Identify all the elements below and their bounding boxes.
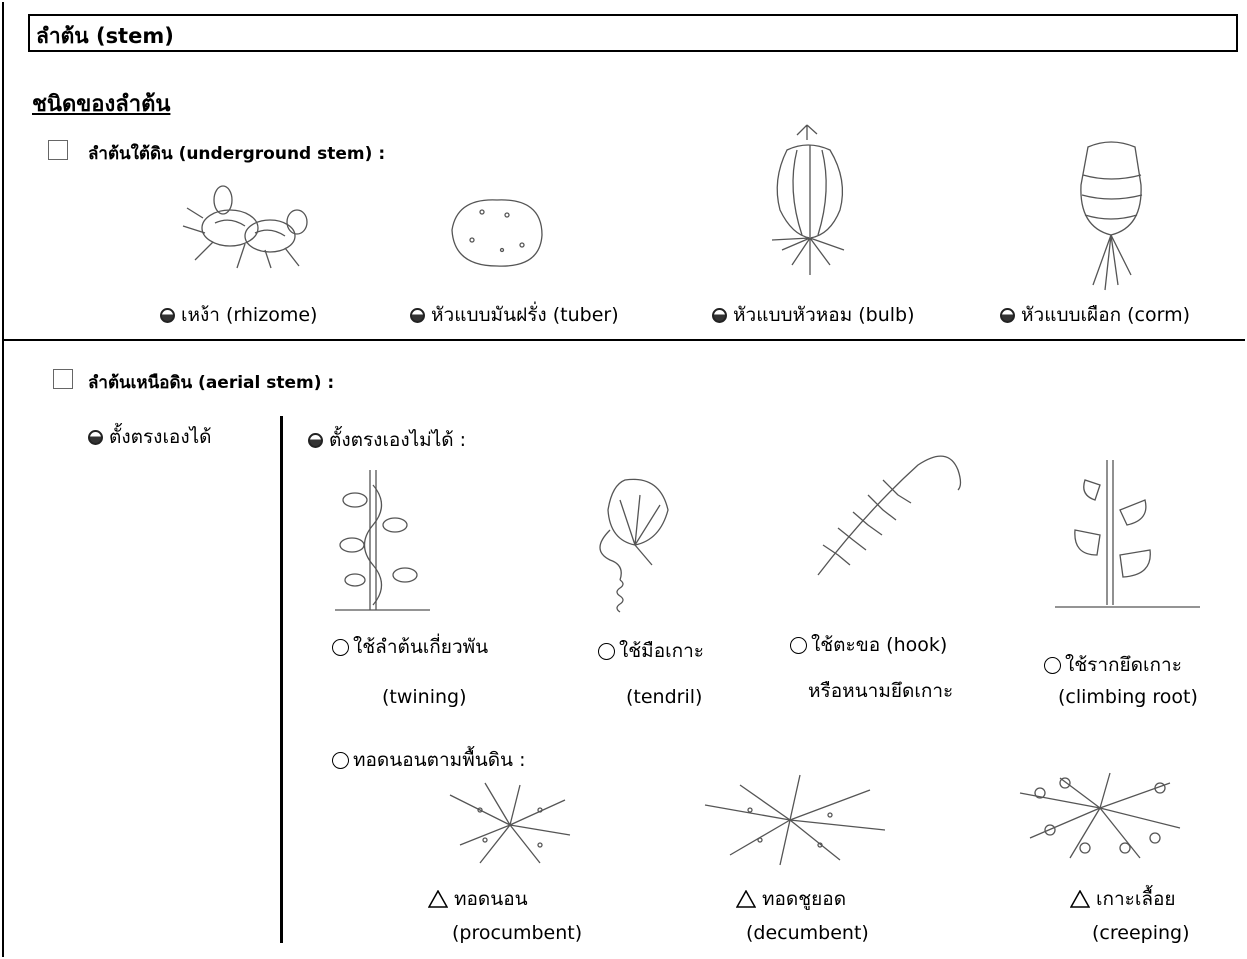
tendril-label-en: (tendril) <box>626 686 702 708</box>
climbing-root-illustration <box>1055 455 1200 615</box>
climbing-root-label-en: (climbing root) <box>1058 686 1198 708</box>
underground-checkbox[interactable] <box>48 140 68 160</box>
rhizome-label: เหง้า (rhizome) <box>181 304 317 326</box>
circle-icon <box>598 643 615 660</box>
rhizome-illustration <box>175 178 315 273</box>
underground-label-en: (underground stem) : <box>179 144 386 164</box>
twining-illustration <box>330 465 440 615</box>
underground-type-tuber: หัวแบบมันฝรั่ง (tuber) <box>410 300 619 330</box>
underground-label: ลำต้นใต้ดิน (underground stem) : <box>88 140 385 167</box>
ground-procumbent: ทอดนอน <box>428 884 528 914</box>
bulb-illustration <box>752 120 867 285</box>
not-upright-item: ตั้งตรงเองไม่ได้ : <box>308 425 466 455</box>
vertical-divider <box>280 416 283 943</box>
circle-icon <box>790 637 807 654</box>
tendril-label-th: ใช้มือเกาะ <box>619 640 704 662</box>
tuber-illustration <box>442 190 552 275</box>
page-title: ลำต้น (stem) <box>36 20 174 53</box>
ground-item: ทอดนอนตามพื้นดิน : <box>332 745 525 775</box>
hook-label-th: ใช้ตะขอ (hook) <box>811 634 947 656</box>
circle-icon <box>1044 657 1061 674</box>
hook-label-2: หรือหนามยึดเกาะ <box>808 676 953 706</box>
header-box: ลำต้น (stem) <box>28 14 1238 52</box>
underground-type-rhizome: เหง้า (rhizome) <box>160 300 317 330</box>
ground-label: ทอดนอนตามพื้นดิน : <box>353 749 525 771</box>
underground-type-corm: หัวแบบเผือก (corm) <box>1000 300 1190 330</box>
aerial-checkbox[interactable] <box>53 369 73 389</box>
procumbent-label-th: ทอดนอน <box>454 888 528 910</box>
climbing-root: ใช้รากยึดเกาะ <box>1044 650 1182 680</box>
twining-label-en: (twining) <box>382 686 467 708</box>
bullet-icon <box>160 308 175 323</box>
procumbent-illustration <box>440 775 580 870</box>
bulb-label: หัวแบบหัวหอม (bulb) <box>733 304 915 326</box>
bullet-icon <box>1000 308 1015 323</box>
section-divider <box>2 339 1245 341</box>
bullet-icon <box>308 433 323 448</box>
creeping-illustration <box>1010 768 1190 868</box>
creeping-label-th: เกาะเลื้อย <box>1096 888 1176 910</box>
decumbent-illustration <box>700 770 890 870</box>
underground-label-th: ลำต้นใต้ดิน <box>88 144 173 164</box>
tendril-illustration <box>580 470 690 620</box>
climbing-tendril: ใช้มือเกาะ <box>598 636 704 666</box>
decumbent-label-th: ทอดชูยอด <box>762 888 846 910</box>
corm-label: หัวแบบเผือก (corm) <box>1021 304 1190 326</box>
procumbent-label-en: (procumbent) <box>452 922 582 944</box>
not-upright-label: ตั้งตรงเองไม่ได้ : <box>329 429 466 451</box>
twining-label-th: ใช้ลำต้นเกี่ยวพัน <box>353 636 488 658</box>
decumbent-label-en: (decumbent) <box>746 922 869 944</box>
climbing-hook: ใช้ตะขอ (hook) <box>790 630 947 660</box>
circle-icon <box>332 639 349 656</box>
creeping-label-en: (creeping) <box>1092 922 1190 944</box>
triangle-icon <box>428 890 448 908</box>
upright-label: ตั้งตรงเองได้ <box>109 426 212 448</box>
circle-icon <box>332 752 349 769</box>
bullet-icon <box>712 308 727 323</box>
climbing-root-label-th: ใช้รากยึดเกาะ <box>1065 654 1182 676</box>
section-heading: ชนิดของลำต้น <box>32 86 170 121</box>
ground-creeping: เกาะเลื้อย <box>1070 884 1176 914</box>
underground-type-bulb: หัวแบบหัวหอม (bulb) <box>712 300 915 330</box>
upright-item: ตั้งตรงเองได้ <box>88 422 212 452</box>
triangle-icon <box>1070 890 1090 908</box>
aerial-label: ลำต้นเหนือดิน (aerial stem) : <box>88 369 334 396</box>
bullet-icon <box>410 308 425 323</box>
climbing-twining: ใช้ลำต้นเกี่ยวพัน <box>332 632 488 662</box>
corm-illustration <box>1063 135 1158 295</box>
ground-decumbent: ทอดชูยอด <box>736 884 846 914</box>
tuber-label: หัวแบบมันฝรั่ง (tuber) <box>431 304 619 326</box>
hook-illustration <box>808 440 968 585</box>
triangle-icon <box>736 890 756 908</box>
bullet-icon <box>88 430 103 445</box>
